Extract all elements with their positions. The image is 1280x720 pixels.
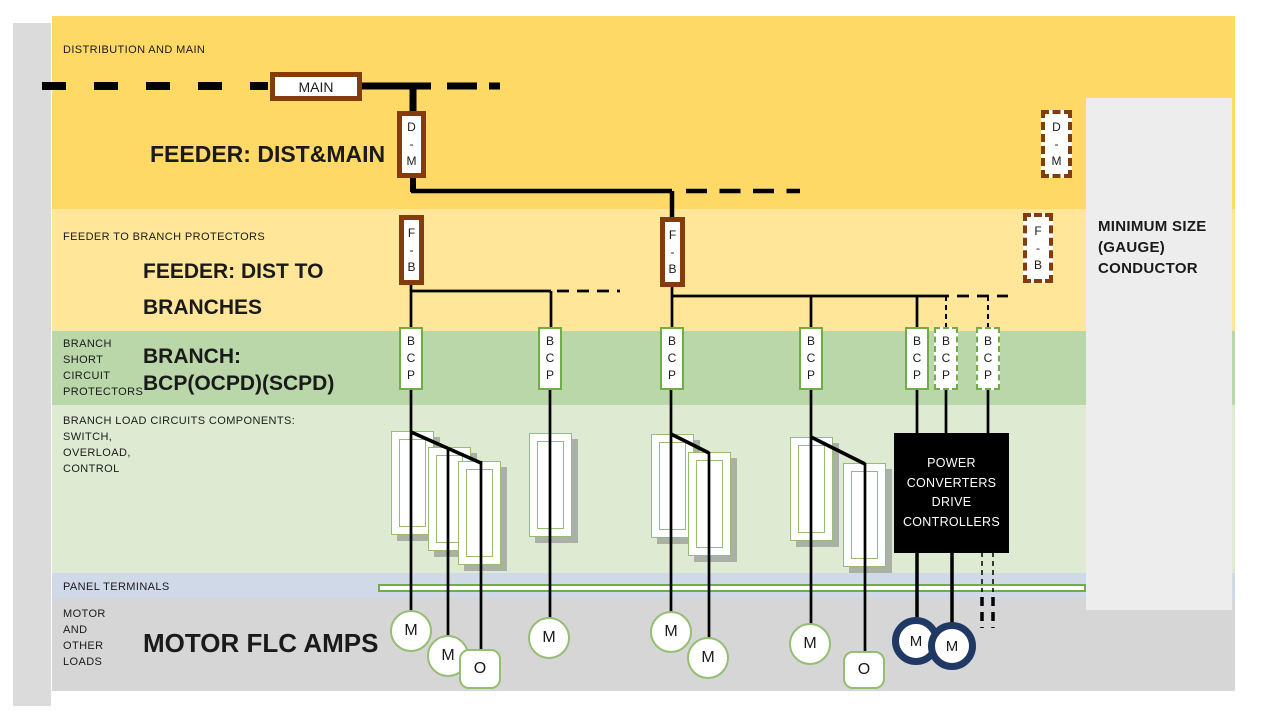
headline-feeder-dist-main: FEEDER: DIST&MAIN: [150, 141, 386, 167]
motor-circle: M: [390, 610, 432, 652]
branch-circuit-protector-box: B C P: [538, 327, 562, 390]
headline-branch-bcp: BRANCH: BCP(OCPD)(SCPD): [143, 345, 335, 395]
main-breaker-box: MAIN: [270, 72, 362, 101]
headline-feeder-dist-to-branches: FEEDER: DIST TO BRANCHES: [143, 260, 324, 319]
band-distribution-and-main: [52, 16, 1235, 209]
feeder-branch-protector-box: F - B: [660, 217, 685, 287]
switch-bevel: [659, 442, 686, 530]
switch-bevel: [798, 445, 825, 533]
switch-component: [688, 452, 731, 556]
dist-main-protector-box: D - M: [397, 111, 426, 178]
band-label-feeder: FEEDER TO BRANCH PROTECTORS: [63, 231, 266, 243]
minimum-conductor-note-text: MINIMUM SIZE (GAUGE) CONDUCTOR: [1098, 218, 1207, 277]
switch-component: [843, 463, 886, 567]
power-converters-box: POWER CONVERTERS DRIVE CONTROLLERS: [894, 433, 1009, 553]
branch-circuit-protector-box: B C P: [399, 327, 423, 390]
band-label-distribution: DISTRIBUTION AND MAIN: [63, 44, 206, 56]
other-load-box: O: [459, 649, 501, 689]
switch-component: [529, 433, 572, 537]
motor-circle: M: [687, 637, 729, 679]
band-label-branch-protectors: BRANCH SHORT CIRCUIT PROTECTORS: [63, 338, 144, 398]
band-load-components: [52, 405, 1235, 573]
minimum-conductor-note: MINIMUM SIZE (GAUGE) CONDUCTOR: [1086, 98, 1232, 610]
panel-terminal-bar: [378, 584, 1086, 592]
switch-bevel: [466, 469, 493, 557]
other-load-box: O: [843, 651, 885, 689]
branch-circuit-protector-box: B C P: [660, 327, 684, 390]
band-label-panel-terminals: PANEL TERMINALS: [63, 581, 170, 593]
feeder-branch-protector-legend-box: F - B: [1023, 213, 1053, 283]
switch-component: [458, 461, 501, 565]
band-branch-protectors: [52, 331, 1235, 405]
band-label-load-components: BRANCH LOAD CIRCUITS COMPONENTS: SWITCH,…: [63, 415, 296, 475]
band-label-motor-loads: MOTOR AND OTHER LOADS: [63, 608, 106, 668]
band-motor-loads: [52, 598, 1235, 691]
switch-bevel: [399, 439, 426, 527]
switch-component: [790, 437, 833, 541]
motor-circle: M: [528, 617, 570, 659]
headline-motor-flc-amps: MOTOR FLC AMPS: [143, 628, 379, 658]
branch-circuit-protector-box: B C P: [905, 327, 929, 390]
motor-circle: M: [650, 611, 692, 653]
branch-circuit-protector-box-planned: B C P: [934, 327, 958, 390]
branch-circuit-protector-box: B C P: [799, 327, 823, 390]
switch-bevel: [851, 471, 878, 559]
drive-motor-circle: M: [928, 622, 976, 670]
switch-bevel: [696, 460, 723, 548]
left-margin-strip: [13, 23, 51, 706]
switch-bevel: [537, 441, 564, 529]
motor-circle: M: [789, 623, 831, 665]
feeder-branch-protector-box: F - B: [399, 215, 424, 285]
branch-circuit-protector-box-planned: B C P: [976, 327, 1000, 390]
dist-main-protector-legend-box: D - M: [1041, 110, 1072, 178]
